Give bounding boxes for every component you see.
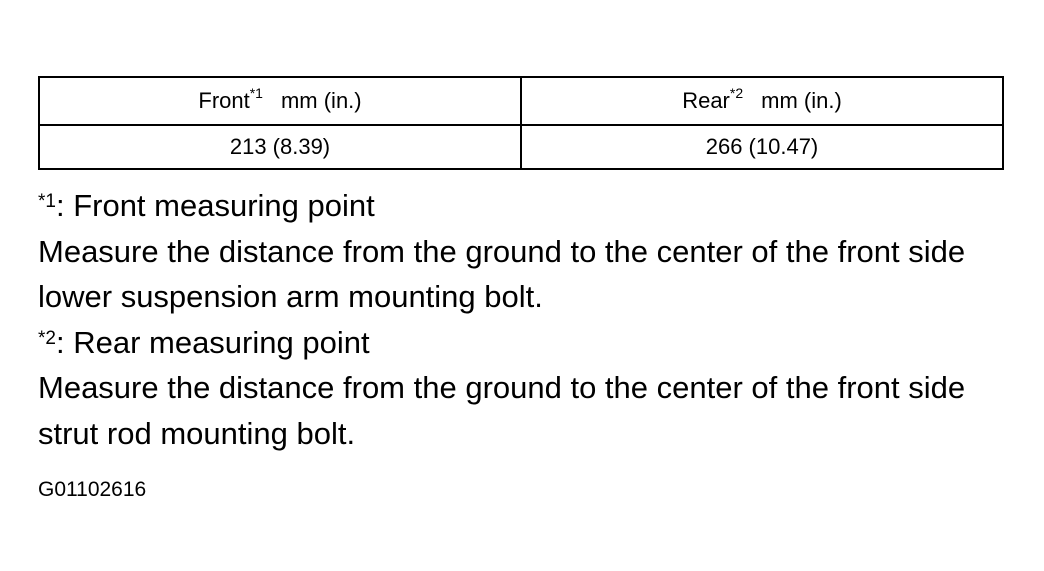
table-value-row: 213 (8.39) 266 (10.47) [38, 124, 1004, 170]
front-header-mark: *1 [249, 85, 263, 101]
rear-header-mark: *2 [729, 85, 744, 101]
rear-value-cell: 266 (10.47) [520, 124, 1004, 170]
front-header-label: Front [198, 88, 250, 113]
rear-note-title: *2: Rear measuring point [38, 320, 1018, 366]
front-note-mark: *1 [38, 191, 56, 212]
figure-id: G01102616 [38, 478, 147, 501]
rear-header-label: Rear [682, 88, 730, 113]
front-note-title: *1: Front measuring point [38, 183, 1018, 229]
table-header-row: Front*1 mm (in.) Rear*2 mm (in.) [38, 76, 1004, 126]
front-value-cell: 213 (8.39) [38, 124, 522, 170]
rear-header-cell: Rear*2 mm (in.) [520, 76, 1004, 126]
front-note-title-text: : Front measuring point [55, 188, 375, 223]
rear-note-text: Measure the distance from the ground to … [38, 370, 966, 451]
notes-section: *1: Front measuring point Measure the di… [38, 183, 1018, 456]
rear-note-mark: *2 [38, 327, 56, 349]
spec-table: Front*1 mm (in.) Rear*2 mm (in.) 213 (8.39… [38, 76, 1004, 170]
front-note-text: Measure the distance from the ground to … [38, 233, 966, 315]
front-header-unit: mm (in.) [280, 88, 362, 113]
front-header-cell: Front*1 mm (in.) [38, 76, 522, 126]
rear-note-title-text: : Rear measuring point [55, 324, 370, 360]
rear-header-unit: mm (in.) [761, 88, 842, 113]
